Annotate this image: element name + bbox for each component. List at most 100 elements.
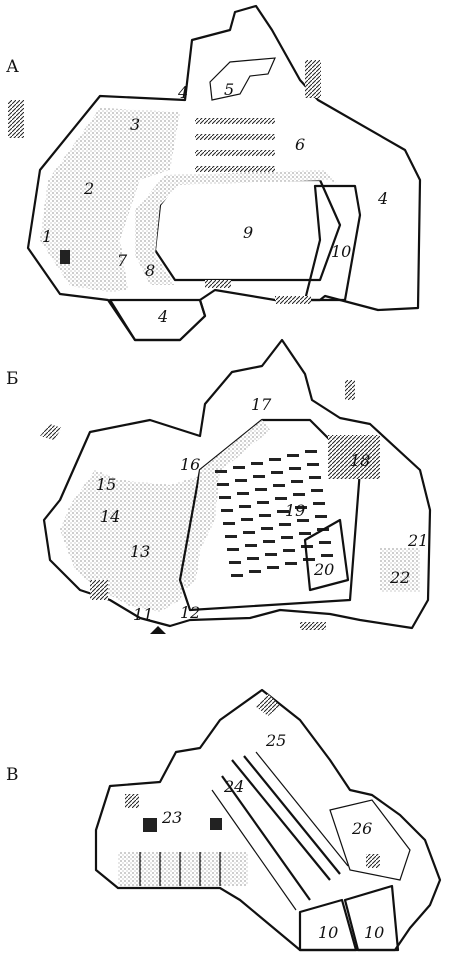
plan-a: А 1 2 3 4 4 4 5 — [6, 4, 422, 342]
plan-v-room-26-outline — [329, 799, 411, 881]
seat-row — [249, 570, 261, 573]
plan-b-room-12: 12 — [180, 603, 200, 622]
plan-b-room-22-block — [380, 548, 420, 592]
plan-a-room-9: 9 — [243, 223, 253, 242]
plan-v-room-10b — [343, 884, 400, 952]
seat-row — [255, 488, 267, 491]
plan-a-room-10: 10 — [331, 242, 351, 261]
plan-a-room-8: 8 — [145, 261, 155, 280]
plan-v: В 23 — [6, 688, 442, 952]
seat-row — [305, 450, 317, 453]
plan-b-room-19: 19 — [285, 501, 305, 520]
seat-row — [261, 527, 273, 530]
seat-row — [301, 545, 313, 548]
plan-b-hall — [178, 418, 362, 612]
plan-b-room-20: 20 — [313, 560, 334, 579]
plan-b-room-21: 21 — [407, 531, 428, 550]
seat-row — [291, 480, 303, 483]
plan-a-stage — [303, 184, 362, 302]
seat-row — [287, 454, 299, 457]
plan-a-room-5-outline — [209, 57, 276, 101]
plan-b-room-18: 18 — [350, 451, 370, 470]
plan-b-stairs — [40, 380, 355, 634]
plan-b-room-13: 13 — [130, 542, 150, 561]
seat-row — [303, 558, 315, 561]
plan-a-room-4b: 4 — [377, 189, 388, 208]
seat-row — [285, 562, 297, 565]
plan-a-room-3: 3 — [130, 115, 140, 134]
plan-b-room-17: 17 — [251, 395, 272, 414]
seat-row — [295, 506, 307, 509]
plan-v-room-25: 25 — [265, 731, 286, 750]
seat-row — [221, 509, 233, 512]
seat-row — [231, 574, 243, 577]
seat-row — [223, 522, 235, 525]
seat-row — [245, 544, 257, 547]
plan-b-stage — [303, 518, 350, 592]
plan-b-letter: Б — [6, 369, 19, 389]
plan-a-room-4a: 4 — [177, 83, 188, 102]
seat-row — [217, 483, 229, 486]
plan-v-room-10a-label: 10 — [318, 923, 338, 942]
seat-row — [215, 470, 227, 473]
plan-a-shaded-foyer — [40, 108, 180, 292]
seat-row — [275, 497, 287, 500]
seat-row — [239, 505, 251, 508]
plan-v-bottom-band — [118, 852, 248, 886]
seat-row — [269, 458, 281, 461]
plan-v-room-26: 26 — [351, 819, 372, 838]
seat-row — [321, 554, 333, 557]
seat-row — [293, 493, 305, 496]
seat-row — [227, 548, 239, 551]
plan-v-room-10b-label: 10 — [364, 923, 384, 942]
seat-row — [235, 479, 247, 482]
seat-row — [263, 540, 275, 543]
plan-b-seating — [215, 450, 333, 577]
plan-v-room-24: 24 — [223, 777, 244, 796]
seat-row — [297, 519, 309, 522]
seat-row — [309, 476, 321, 479]
plan-a-letter: А — [6, 57, 19, 77]
plan-b-room-16: 16 — [180, 455, 200, 474]
seat-row — [219, 496, 231, 499]
plan-a-room-6: 6 — [295, 135, 305, 154]
seat-row — [225, 535, 237, 538]
seat-row — [319, 541, 331, 544]
seat-row — [251, 462, 263, 465]
plan-v-tracks — [211, 751, 349, 911]
seat-row — [257, 501, 269, 504]
plan-b-room-14: 14 — [100, 507, 120, 526]
plan-v-room-10a — [298, 898, 358, 952]
plan-b-room-11: 11 — [133, 605, 153, 624]
seat-row — [259, 514, 271, 517]
seat-row — [243, 531, 255, 534]
seat-row — [299, 532, 311, 535]
seat-row — [237, 492, 249, 495]
plan-a-bottom-hex — [108, 298, 207, 342]
seat-row — [307, 463, 319, 466]
seat-row — [233, 466, 245, 469]
seat-row — [241, 518, 253, 521]
plan-v-stairs — [125, 694, 380, 868]
seat-row — [229, 561, 241, 564]
plan-a-room-1: 1 — [42, 227, 52, 246]
plan-v-room-23: 23 — [161, 808, 182, 827]
plan-a-room-5: 5 — [224, 80, 234, 99]
seat-row — [311, 489, 323, 492]
seat-row — [281, 536, 293, 539]
plan-v-outline — [94, 688, 442, 952]
seat-row — [247, 557, 259, 560]
plan-a-stairs — [8, 60, 321, 304]
plan-b-room-18-block — [328, 435, 380, 479]
seat-row — [273, 484, 285, 487]
plan-a-room-4c: 4 — [157, 307, 168, 326]
plan-a-room-2: 2 — [83, 179, 94, 198]
seat-row — [267, 566, 279, 569]
plan-a-room-7: 7 — [117, 251, 128, 270]
seat-row — [315, 515, 327, 518]
plan-a-shaded-ring — [135, 170, 340, 285]
seat-row — [271, 471, 283, 474]
plan-b-room-22: 22 — [389, 568, 410, 587]
